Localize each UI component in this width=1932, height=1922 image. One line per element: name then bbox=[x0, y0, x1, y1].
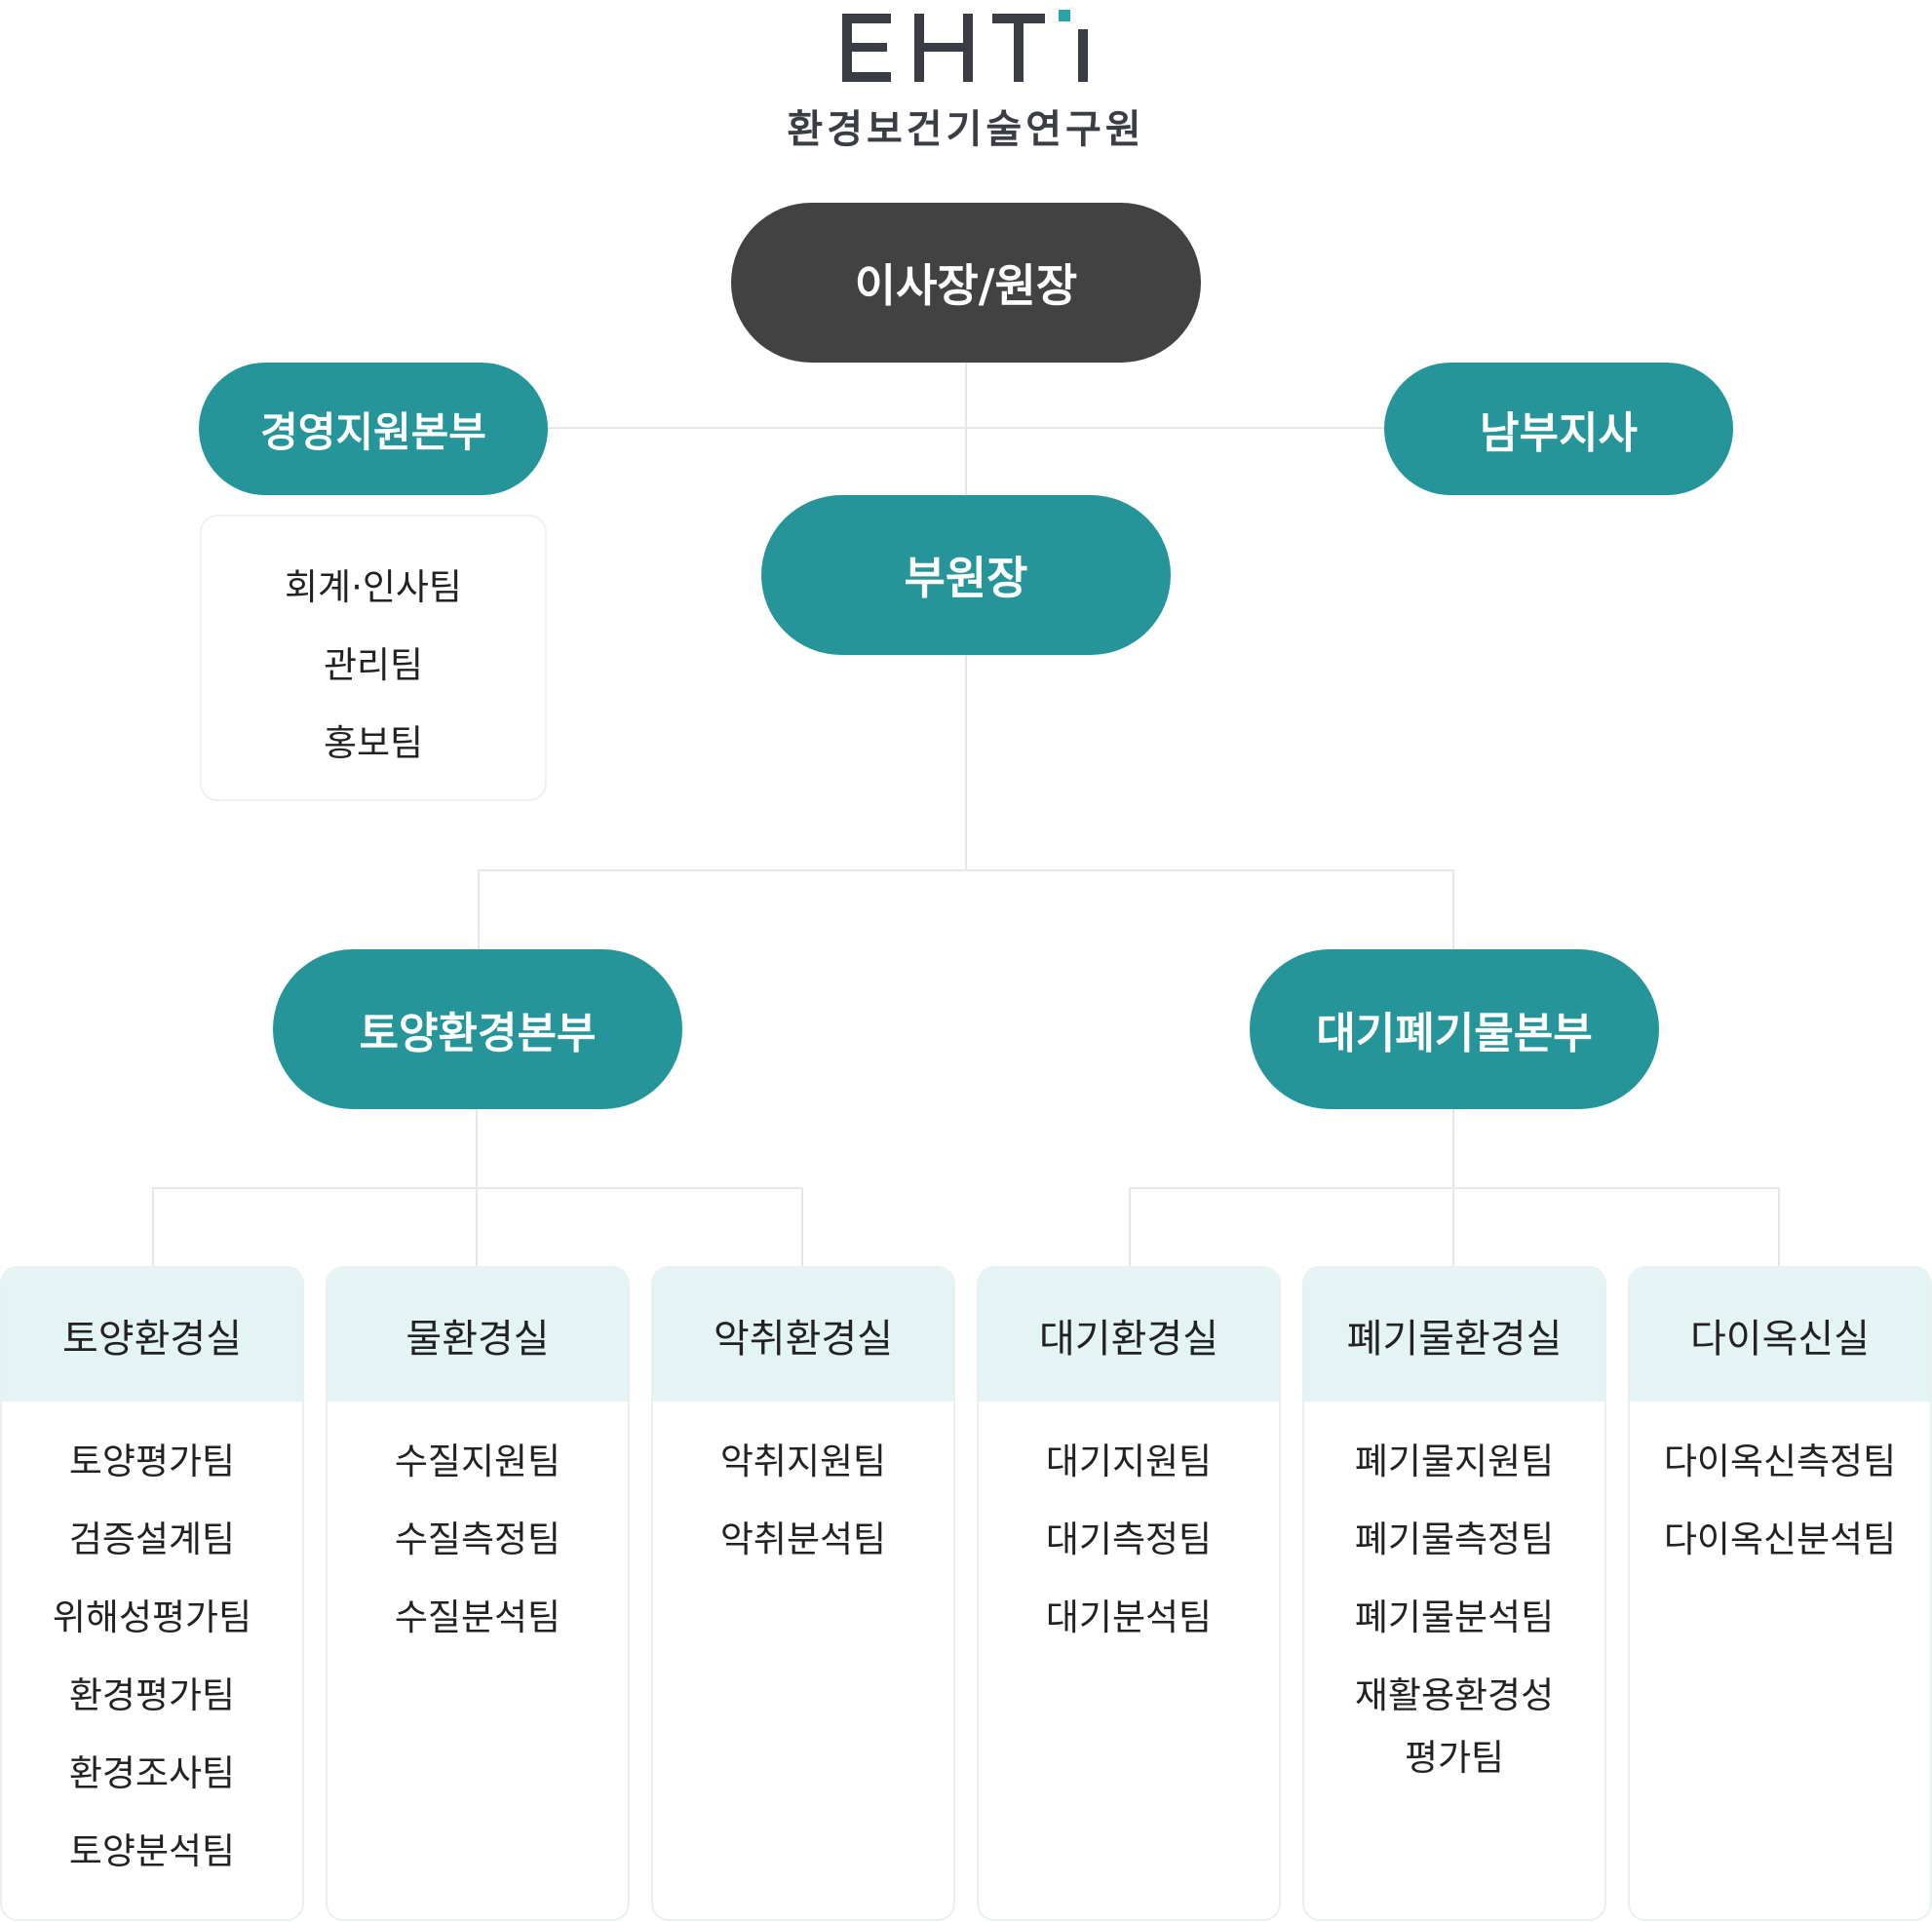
team-item[interactable]: 관리팀 bbox=[323, 644, 424, 686]
connector-soil-depts-horizontal bbox=[152, 1187, 803, 1189]
connector-mgmt-branch bbox=[546, 427, 1386, 429]
connector-to-air-division bbox=[1452, 869, 1454, 949]
team-item[interactable]: 대기측정팀 bbox=[1045, 1518, 1213, 1560]
vice-president-node[interactable]: 부원장 bbox=[761, 495, 1171, 655]
team-item[interactable]: 대기분석팀 bbox=[1045, 1596, 1213, 1638]
management-teams-box: 회계·인사팀 관리팀 홍보팀 bbox=[200, 515, 547, 801]
connector-to-dept-3 bbox=[801, 1187, 803, 1267]
team-item[interactable]: 재활용환경성 bbox=[1354, 1674, 1555, 1716]
org-name: 환경보건기술연구원 bbox=[787, 107, 1145, 152]
team-item[interactable]: 회계·인사팀 bbox=[285, 566, 462, 608]
department-odor: 악취환경실 악취지원팀 악취분석팀 bbox=[651, 1266, 955, 1921]
connector-air-depts-horizontal bbox=[1129, 1187, 1780, 1189]
department-water: 물환경실 수질지원팀 수질측정팀 수질분석팀 bbox=[326, 1266, 630, 1921]
connector-to-dept-4 bbox=[1129, 1187, 1131, 1267]
team-item[interactable]: 토양평가팀 bbox=[68, 1441, 236, 1482]
team-item[interactable]: 다이옥신분석팀 bbox=[1663, 1518, 1897, 1560]
team-item[interactable]: 홍보팀 bbox=[323, 722, 424, 764]
logo: 환경보건기술연구원 bbox=[0, 0, 1932, 166]
department-soil: 토양환경실 토양평가팀 검증설계팀 위해성평가팀 환경평가팀 환경조사팀 토양분… bbox=[0, 1266, 304, 1921]
team-item[interactable]: 수질측정팀 bbox=[394, 1518, 561, 1560]
connector-to-dept-6 bbox=[1778, 1187, 1780, 1267]
ehti-logo-mark bbox=[842, 10, 1088, 82]
department-waste: 폐기물환경실 폐기물지원팀 폐기물측정팀 폐기물분석팀 재활용환경성 평가팀 bbox=[1302, 1266, 1606, 1921]
department-title[interactable]: 폐기물환경실 bbox=[1304, 1268, 1604, 1402]
connector-to-dept-1 bbox=[152, 1187, 154, 1267]
department-title[interactable]: 다이옥신실 bbox=[1630, 1268, 1930, 1402]
management-hq-node[interactable]: 경영지원본부 bbox=[199, 363, 548, 495]
department-title[interactable]: 대기환경실 bbox=[979, 1268, 1279, 1402]
team-item[interactable]: 검증설계팀 bbox=[68, 1518, 236, 1560]
connector-ceo-to-vice bbox=[965, 363, 967, 497]
department-air: 대기환경실 대기지원팀 대기측정팀 대기분석팀 bbox=[977, 1266, 1281, 1921]
connector-to-soil-division bbox=[478, 869, 480, 949]
team-item[interactable]: 폐기물분석팀 bbox=[1354, 1596, 1555, 1638]
southern-branch-node[interactable]: 남부지사 bbox=[1384, 363, 1733, 495]
team-item[interactable]: 환경조사팀 bbox=[68, 1752, 236, 1794]
connector-divisions-horizontal bbox=[478, 869, 1454, 871]
team-item[interactable]: 폐기물측정팀 bbox=[1354, 1518, 1555, 1560]
connector-vice-down bbox=[965, 655, 967, 871]
team-item[interactable]: 수질지원팀 bbox=[394, 1441, 561, 1482]
logo-accent-square bbox=[1059, 10, 1070, 21]
team-item[interactable]: 수질분석팀 bbox=[394, 1596, 561, 1638]
department-dioxin: 다이옥신실 다이옥신측정팀 다이옥신분석팀 bbox=[1628, 1266, 1932, 1921]
air-waste-division-node[interactable]: 대기폐기물본부 bbox=[1250, 949, 1659, 1109]
soil-division-node[interactable]: 토양환경본부 bbox=[273, 949, 682, 1109]
team-item[interactable]: 평가팀 bbox=[1404, 1737, 1505, 1779]
team-item[interactable]: 다이옥신측정팀 bbox=[1663, 1441, 1897, 1482]
department-title[interactable]: 물환경실 bbox=[328, 1268, 628, 1402]
team-item[interactable]: 폐기물지원팀 bbox=[1354, 1441, 1555, 1482]
department-title[interactable]: 악취환경실 bbox=[653, 1268, 953, 1402]
team-item[interactable]: 환경평가팀 bbox=[68, 1674, 236, 1716]
team-item[interactable]: 위해성평가팀 bbox=[52, 1596, 252, 1638]
department-title[interactable]: 토양환경실 bbox=[2, 1268, 302, 1402]
team-item[interactable]: 악취지원팀 bbox=[719, 1441, 887, 1482]
team-item[interactable]: 악취분석팀 bbox=[719, 1518, 887, 1560]
team-item[interactable]: 대기지원팀 bbox=[1045, 1441, 1213, 1482]
ceo-node[interactable]: 이사장/원장 bbox=[731, 203, 1201, 363]
team-item[interactable]: 토양분석팀 bbox=[68, 1830, 236, 1872]
